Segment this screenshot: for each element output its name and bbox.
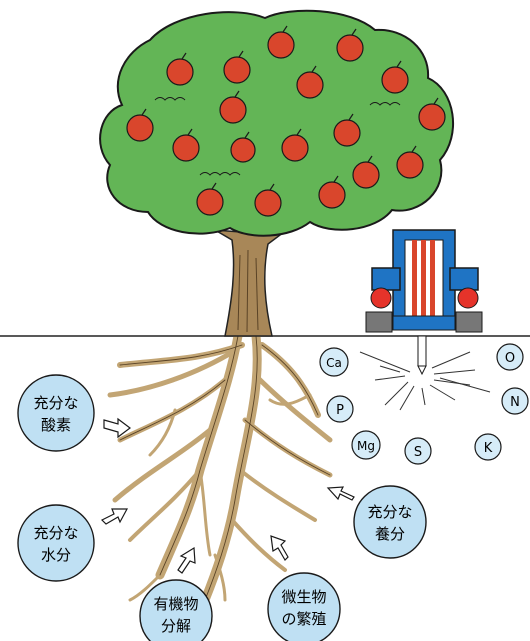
label-microbes-line1: 微生物 <box>281 588 326 606</box>
label-microbes: 微生物 の繁殖 <box>268 573 340 641</box>
label-nutrients-line2: 養分 <box>375 525 405 543</box>
label-organic: 有機物 分解 <box>140 580 212 641</box>
label-organic-line1: 有機物 <box>153 595 198 613</box>
nutrient-o-label: O <box>505 351 515 366</box>
hollow-arrow-icon <box>102 509 127 524</box>
nutrient-s: S <box>405 438 431 464</box>
nutrient-ca-label: Ca <box>326 356 342 370</box>
label-water-line2: 水分 <box>41 546 71 564</box>
nutrient-n: N <box>502 388 528 414</box>
nutrient-n-label: N <box>510 395 520 410</box>
nutrient-o: O <box>497 344 523 370</box>
hollow-arrow-icon <box>328 487 354 500</box>
tree-roots <box>110 336 330 600</box>
nutrient-s-label: S <box>414 445 422 460</box>
label-water: 充分な 水分 <box>18 505 94 581</box>
label-nutrients: 充分な 養分 <box>354 486 426 558</box>
label-microbes-line2: の繁殖 <box>281 610 326 628</box>
label-oxygen-line1: 充分な <box>33 394 78 412</box>
label-oxygen-line2: 酸素 <box>41 416 71 434</box>
nutrient-ca: Ca <box>320 348 348 376</box>
nutrient-k: K <box>475 434 501 460</box>
label-organic-line2: 分解 <box>161 617 191 635</box>
hollow-arrow-icon <box>178 548 195 573</box>
nutrient-mg: Mg <box>352 431 380 459</box>
nutrient-k-label: K <box>484 441 493 456</box>
soil-injector-machine-icon <box>366 230 482 374</box>
tree-trunk <box>215 222 292 336</box>
label-water-line1: 充分な <box>33 524 78 542</box>
nutrient-p: P <box>327 396 353 422</box>
label-oxygen: 充分な 酸素 <box>18 375 94 451</box>
nutrient-mg-label: Mg <box>357 439 375 453</box>
label-nutrients-line1: 充分な <box>367 503 412 521</box>
hollow-arrow-icon <box>271 536 288 560</box>
nutrient-p-label: P <box>336 403 344 418</box>
